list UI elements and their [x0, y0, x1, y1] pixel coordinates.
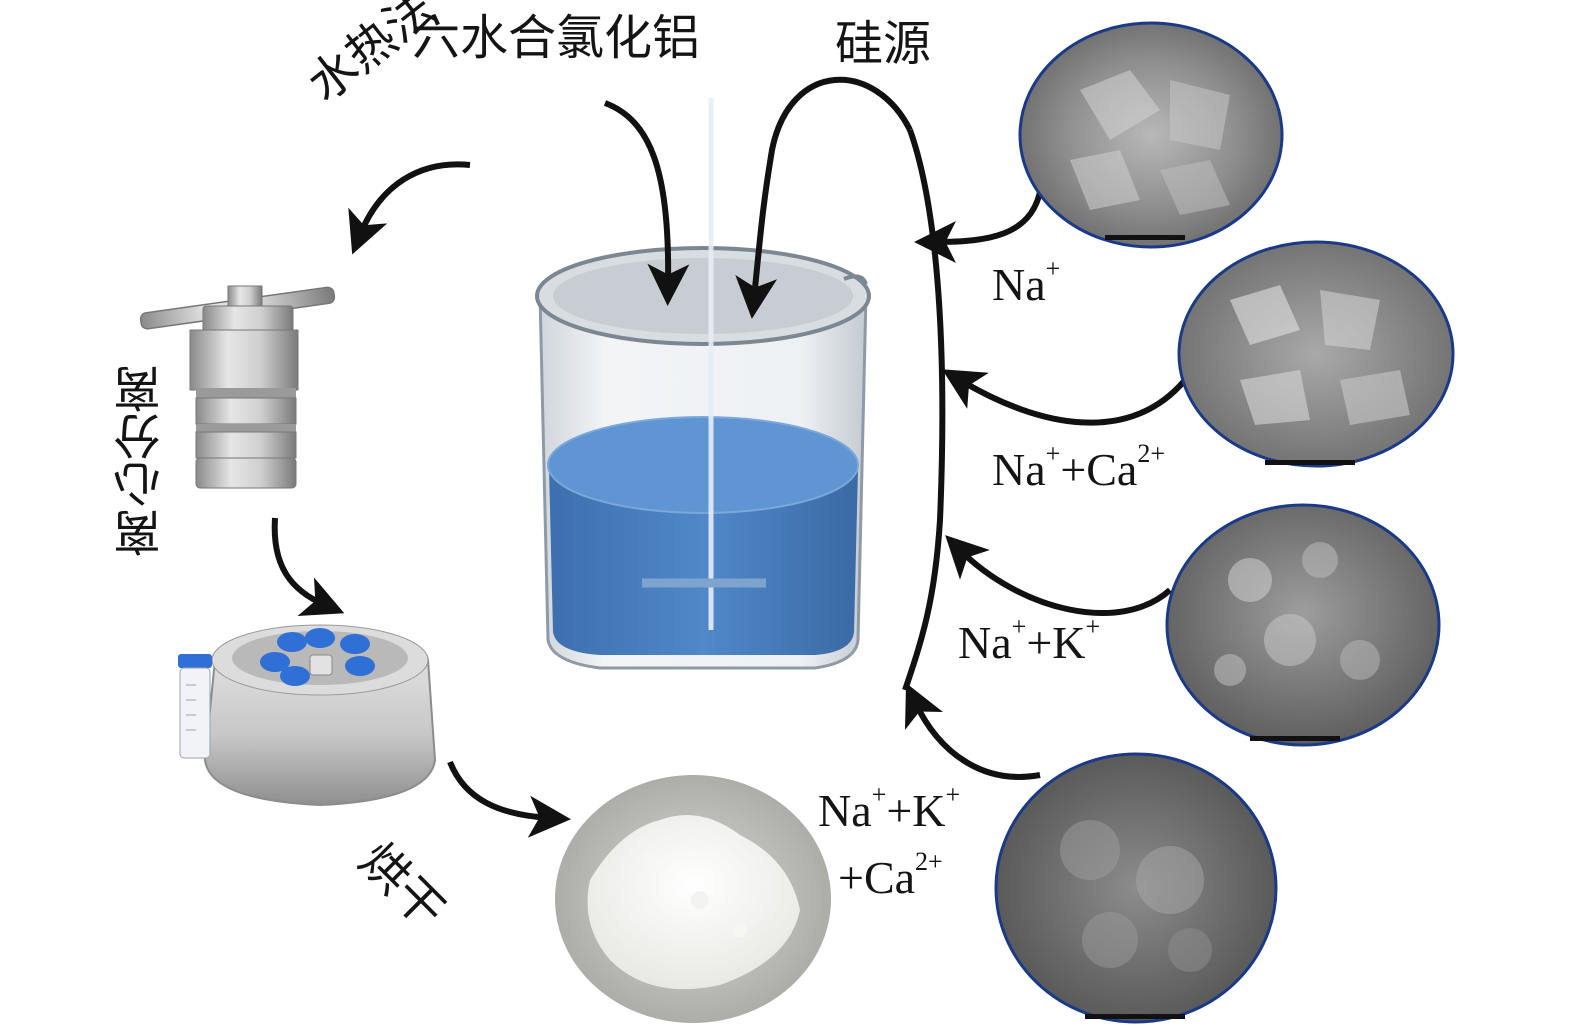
label-centrifuge: 离心分离	[114, 365, 170, 557]
ion-arrow-4	[904, 683, 1041, 780]
ion-arrow-1	[914, 191, 1043, 263]
ion-label-na-k-ca-line2: +Ca2+	[838, 847, 943, 903]
silicon-arrow	[735, 76, 913, 319]
hydrothermal-arrow	[348, 161, 471, 255]
ion-label-na-k: Na++K+	[958, 612, 1101, 668]
sem-image-na-ca	[1177, 240, 1455, 468]
ion-collector-line	[902, 128, 946, 691]
aluminum-arrow	[603, 100, 690, 306]
ion-arrow-2	[941, 369, 1188, 426]
ion-arrow-3	[945, 535, 1173, 616]
ion-label-na-ca: Na++Ca2+	[992, 439, 1166, 495]
centrifuge-arrow	[271, 517, 345, 617]
sem-image-na-k	[1165, 503, 1441, 747]
centrifuge	[178, 624, 437, 807]
beaker	[535, 98, 871, 670]
ion-label-na-k-ca-line1: Na++K+	[818, 780, 961, 836]
ion-label-na: Na+	[992, 254, 1061, 310]
dried-powder-photo	[555, 775, 831, 1023]
label-silicon-source: 硅源	[835, 16, 932, 72]
hydrothermal-reactor	[139, 285, 336, 489]
drying-arrow	[447, 760, 571, 838]
label-aluminum-chloride: 六水合氯化铝	[412, 10, 701, 66]
solution-surface	[548, 417, 858, 513]
sem-image-na-k-ca	[994, 752, 1278, 1024]
sem-image-na	[1018, 21, 1284, 249]
